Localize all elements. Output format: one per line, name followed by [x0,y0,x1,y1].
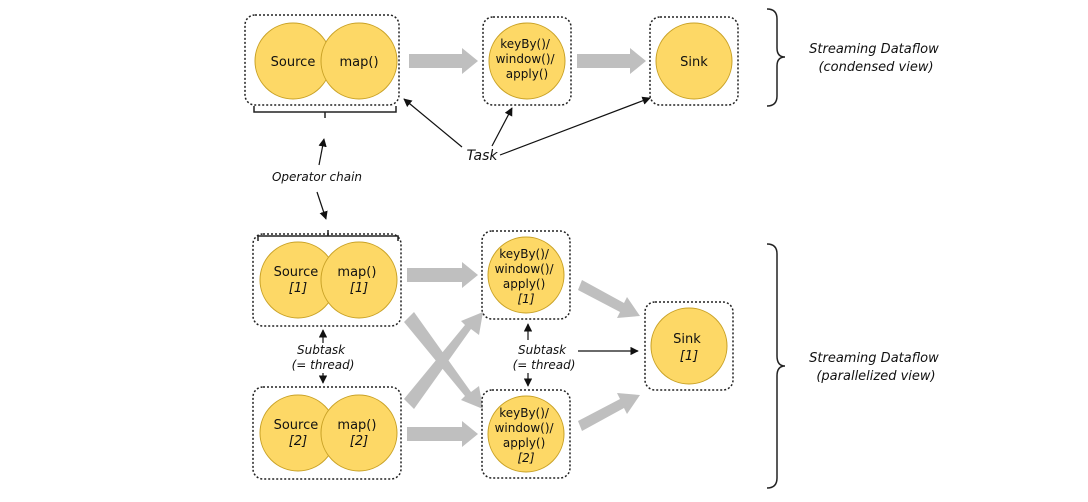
flow-arrow [578,393,640,431]
operator-chain-bracket-top [253,106,397,118]
subtask-box-keyby-1 [481,230,571,320]
source-label: Source [271,55,316,70]
flow-arrow [407,421,478,447]
keyby-label: keyBy()/ window()/ apply() [496,37,559,81]
sink-1-node [650,307,728,385]
map-2-node [320,394,398,472]
flow-arrow [577,48,646,74]
flow-arrow [409,48,478,74]
operator-chain-arrow-down [316,191,328,220]
subtask-label-left: Subtask (= thread) [292,343,355,372]
sink-1-label: Sink [1] [673,332,705,364]
parallel-view-label: Streaming Dataflow (parallelized view) [809,351,943,384]
condensed-view-label: Streaming Dataflow (condensed view) [809,42,943,75]
flow-arrow [404,312,483,409]
map-1-node [320,241,398,319]
subtask-box-keyby-2 [481,389,571,479]
subtask-label-right: Subtask (= thread) [513,343,576,372]
parallel-brace [766,243,786,489]
condensed-brace [766,8,786,107]
keyby-node [488,22,566,100]
operator-chain-label: Operator chain [272,170,362,184]
subtask-box-source-map-2 [252,386,402,480]
map-node [320,22,398,100]
task-arrow [403,98,463,148]
operator-chain-bracket-bottom [257,230,399,241]
operator-chain-arrow-up [318,138,327,166]
keyby-2-node [487,395,565,473]
task-box-source-map [244,14,400,106]
task-box-sink [649,16,739,106]
task-arrow [499,96,651,156]
keyby-1-label: keyBy()/ window()/ apply() [1] [495,247,558,306]
task-arrow [491,107,513,147]
task-box-keyby [482,16,572,106]
flow-arrow [578,280,640,318]
map-1-label: map() [1] [337,265,380,296]
flow-arrow [407,262,478,288]
keyby-1-node [487,236,565,314]
map-label: map() [339,55,378,70]
map-2-label: map() [2] [337,418,380,449]
keyby-2-label: keyBy()/ window()/ apply() [2] [495,406,558,465]
subtask-box-source-map-1 [252,233,402,327]
subtask-box-sink-1 [644,301,734,391]
source-2-label: Source [2] [274,418,323,449]
sink-label: Sink [680,55,708,70]
source-1-label: Source [1] [274,265,323,296]
task-label: Task [466,148,498,164]
sink-node [655,22,733,100]
